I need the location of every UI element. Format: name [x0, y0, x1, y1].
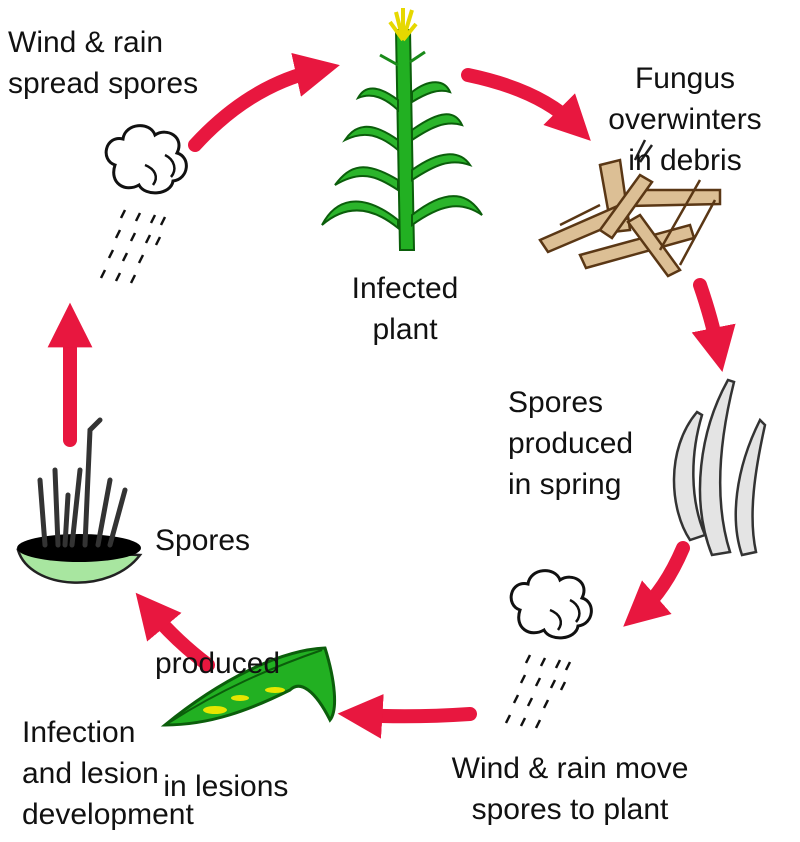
label-line: development — [22, 798, 194, 831]
label-line: in lesions — [155, 770, 289, 803]
arrow-to-plant — [188, 52, 340, 152]
label-line: in debris — [628, 144, 742, 177]
cloud-rain-top-left-illustration — [99, 124, 188, 284]
label-line: overwinters — [608, 103, 762, 136]
label-line: Wind & rain move — [451, 752, 689, 785]
label-overwinter: Fungus overwinters in debris — [585, 58, 785, 181]
label-line: Infection — [22, 716, 136, 749]
arrow-to-lesion — [135, 592, 215, 672]
label-line: Fungus — [634, 62, 736, 95]
label-wind-move: Wind & rain move spores to plant — [420, 748, 720, 830]
label-line: spread spores — [8, 67, 199, 100]
lesion-illustration — [16, 417, 143, 584]
label-infected-plant: Infected plant — [340, 268, 470, 350]
spores-illustration — [672, 378, 767, 557]
label-wind-spread: Wind & rain spread spores — [8, 22, 198, 104]
label-line: Spores — [508, 386, 604, 419]
arrow-to-wind-move — [623, 541, 690, 627]
label-line: spores to plant — [471, 793, 669, 826]
label-line: Infected — [351, 272, 459, 305]
arrow-to-spring-spores — [691, 278, 736, 372]
corn-plant-illustration — [321, 8, 483, 251]
label-line: produced — [155, 647, 281, 680]
arrow-to-leaf — [337, 693, 477, 739]
label-spring-spores: Spores produced in spring — [508, 382, 633, 505]
label-line: Spores — [155, 524, 251, 557]
label-line: and lesion — [22, 757, 159, 790]
arrow-to-debris — [461, 68, 591, 141]
label-line: Wind & rain — [8, 26, 164, 59]
label-line: in spring — [508, 468, 622, 501]
cycle-arrows — [47, 52, 736, 739]
label-infection: Infection and lesion development — [22, 712, 194, 835]
label-line: plant — [372, 313, 438, 346]
label-lesion-spores: Spores produced in lesions — [155, 438, 288, 842]
label-line: produced — [508, 427, 634, 460]
cloud-rain-bottom-right-illustration — [504, 569, 593, 729]
infected-leaf-illustration — [160, 646, 336, 727]
crop-debris-illustration — [538, 139, 722, 278]
